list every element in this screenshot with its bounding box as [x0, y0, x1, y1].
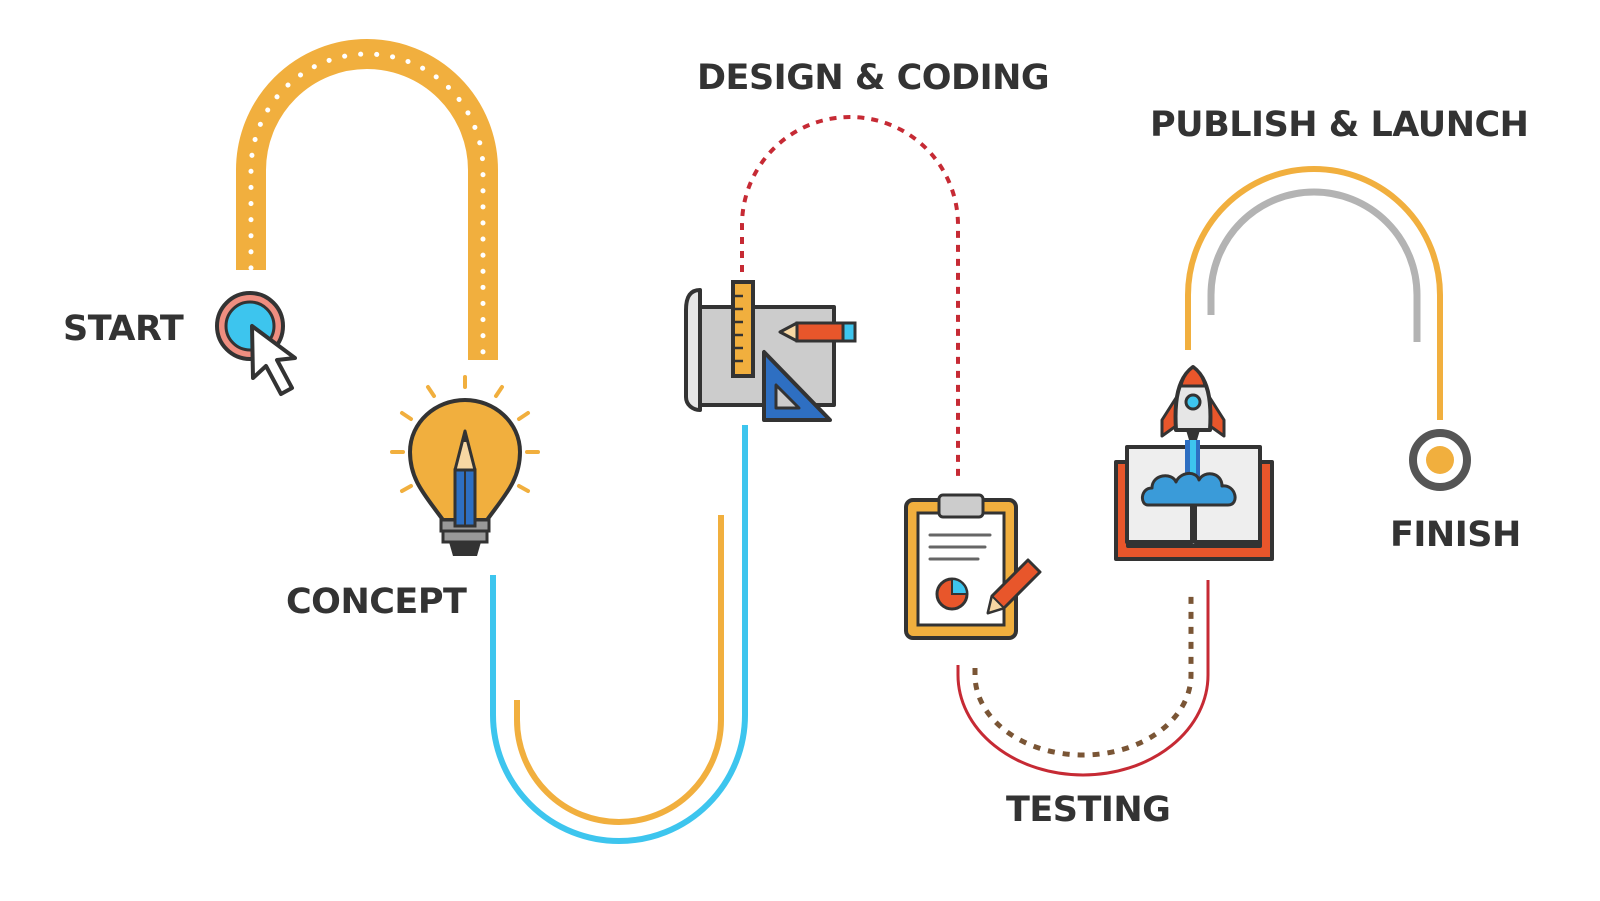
path-publish-finish	[1185, 166, 1443, 420]
path-design-testing	[740, 115, 960, 480]
path-start-concept	[236, 39, 498, 360]
rocket-book-icon	[1114, 365, 1274, 561]
path-concept-design	[490, 425, 748, 844]
clipboard-report-icon	[904, 493, 1042, 640]
publish-launch-label: PUBLISH & LAUNCH	[1150, 105, 1529, 145]
path-testing-publish	[956, 580, 1210, 777]
blueprint-tools-icon	[684, 280, 857, 422]
concept-label: CONCEPT	[286, 582, 467, 622]
start-label: START	[63, 309, 184, 349]
finish-target-icon	[1409, 429, 1471, 491]
cursor-click-icon	[215, 291, 297, 396]
design-coding-label: DESIGN & CODING	[697, 58, 1050, 98]
testing-label: TESTING	[1006, 790, 1171, 830]
lightbulb-pencil-icon	[390, 375, 540, 556]
finish-label: FINISH	[1390, 515, 1521, 555]
